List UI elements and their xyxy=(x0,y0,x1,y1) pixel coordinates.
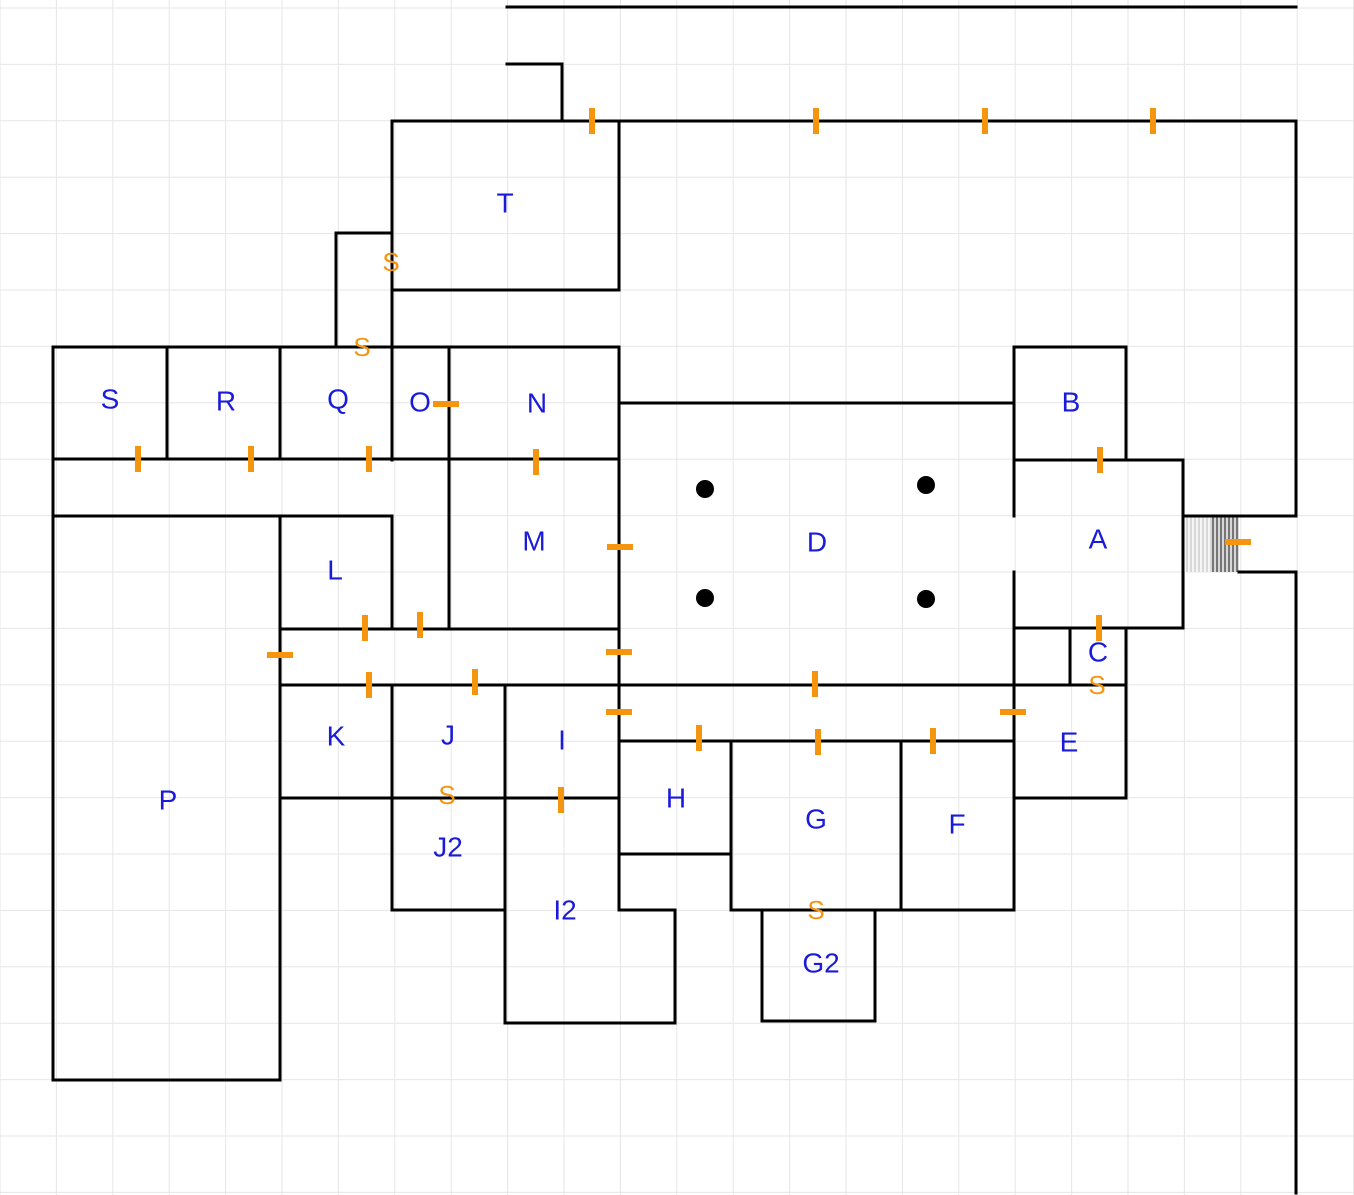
room-m-label[interactable]: M xyxy=(522,525,545,556)
doors xyxy=(135,108,1251,813)
room-r-label[interactable]: R xyxy=(216,385,236,416)
pillar-icon xyxy=(696,589,714,607)
stairs-icon xyxy=(1183,517,1239,572)
room-a-label[interactable]: A xyxy=(1089,523,1108,554)
pillar-icon xyxy=(917,476,935,494)
room-p-label[interactable]: P xyxy=(159,784,178,815)
room-j2-label[interactable]: J2 xyxy=(433,831,463,862)
secret-door-marker[interactable]: S xyxy=(807,895,824,925)
room-g2-label[interactable]: G2 xyxy=(802,947,839,978)
pillar-icon xyxy=(917,590,935,608)
pillar-icon xyxy=(696,480,714,498)
secret-door-marker[interactable]: S xyxy=(353,332,370,362)
room-k-label[interactable]: K xyxy=(327,720,346,751)
room-t-label[interactable]: T xyxy=(496,187,513,218)
room-c-label[interactable]: C xyxy=(1088,636,1108,667)
secret-door-marker[interactable]: S xyxy=(382,247,399,277)
room-e-label[interactable]: E xyxy=(1060,726,1079,757)
walls xyxy=(51,5,1298,1195)
room-i-label[interactable]: I xyxy=(558,724,566,755)
room-l-label[interactable]: L xyxy=(327,554,343,585)
room-q-label[interactable]: Q xyxy=(327,383,349,414)
room-f-label[interactable]: F xyxy=(948,808,965,839)
room-d-label[interactable]: D xyxy=(807,526,827,557)
room-g-label[interactable]: G xyxy=(805,803,827,834)
room-n-label[interactable]: N xyxy=(527,387,547,418)
room-labels: T S R Q O N B M D A L C K J I E P H G F … xyxy=(101,187,1108,978)
room-o-label[interactable]: O xyxy=(409,386,431,417)
pillars xyxy=(696,476,935,608)
room-s-label[interactable]: S xyxy=(101,383,120,414)
room-b-label[interactable]: B xyxy=(1062,386,1081,417)
secret-door-marker[interactable]: S xyxy=(1088,670,1105,700)
room-h-label[interactable]: H xyxy=(666,782,686,813)
room-j-label[interactable]: J xyxy=(441,719,455,750)
secret-door-marker[interactable]: S xyxy=(438,780,455,810)
secret-doors: S S S S S xyxy=(353,247,1105,925)
room-i2-label[interactable]: I2 xyxy=(553,894,576,925)
